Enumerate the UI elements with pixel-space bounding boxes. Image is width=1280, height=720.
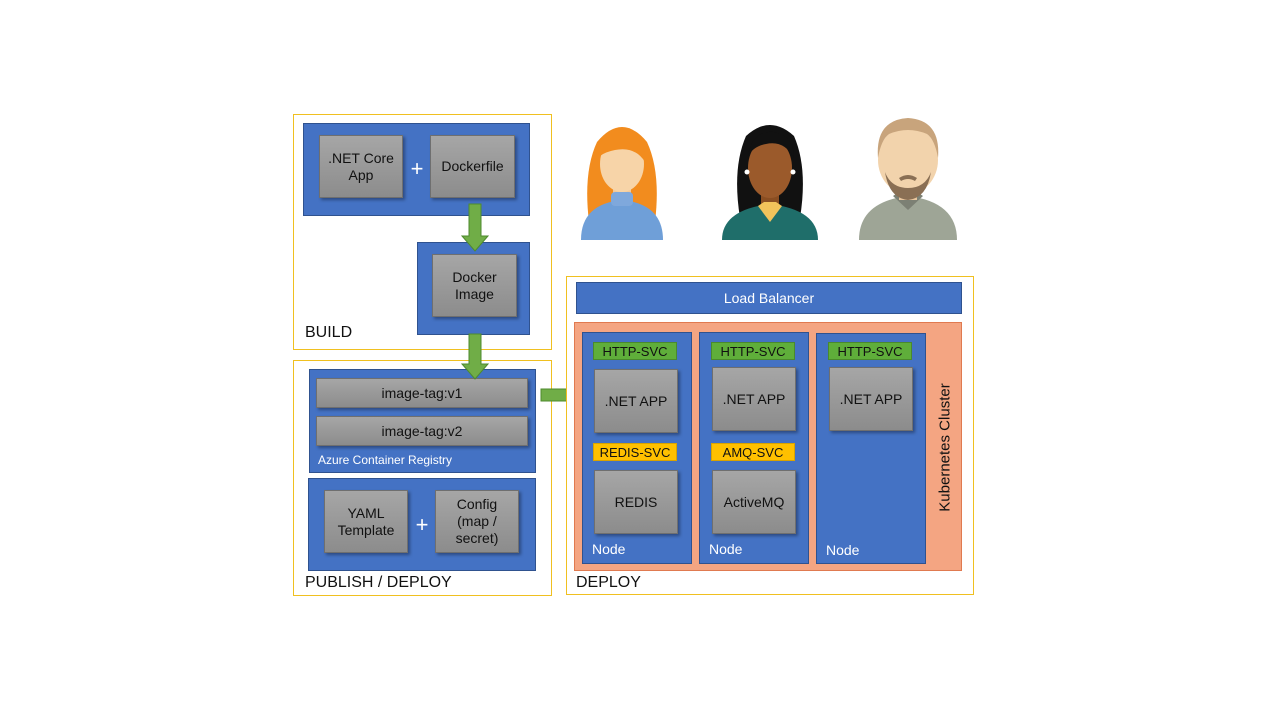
node-2-activemq-label: ActiveMQ: [723, 493, 785, 510]
docker-image-box: Docker Image: [432, 254, 517, 317]
woman-orange-hair-avatar: [581, 127, 663, 240]
node-3-http-svc: HTTP-SVC: [828, 342, 912, 360]
image-tag-v2-box: image-tag:v2: [316, 416, 528, 446]
docker-image-label: Docker Image: [452, 268, 497, 302]
build-plus-sign: +: [410, 156, 424, 181]
node-3-dotnet-app-label: .NET APP: [839, 390, 903, 407]
man-beard-avatar: [859, 118, 957, 240]
node-1-redis: REDIS: [594, 470, 678, 534]
dockerfile-box: Dockerfile: [430, 135, 515, 198]
node-2-label: Node: [709, 541, 743, 557]
load-balancer-label: Load Balancer: [723, 290, 815, 306]
woman-dark-hair-avatar: [722, 125, 818, 240]
node-2-http-svc: HTTP-SVC: [711, 342, 795, 360]
publish-section-label: PUBLISH / DEPLOY: [305, 574, 452, 591]
node-1-http-svc-label: HTTP-SVC: [602, 343, 668, 359]
node-3-http-svc-label: HTTP-SVC: [837, 343, 903, 359]
arrow-dockerfile-to-image: [460, 203, 490, 252]
build-section-label: BUILD: [305, 324, 353, 341]
yaml-template-box: YAML Template: [324, 490, 408, 553]
node-1-redis-svc: REDIS-SVC: [593, 443, 677, 461]
node-2-dotnet-app: .NET APP: [712, 367, 796, 431]
node-1-redis-label: REDIS: [614, 493, 658, 510]
kubernetes-cluster-label: Kubernetes Cluster: [936, 382, 954, 512]
image-tag-v1-box: image-tag:v1: [316, 378, 528, 408]
dotnet-core-app-box: .NET Core App: [319, 135, 403, 198]
node-2-amq-svc-label: AMQ-SVC: [722, 444, 784, 460]
dotnet-core-app-label: .NET Core App: [328, 149, 394, 183]
node-1-label: Node: [592, 541, 626, 557]
node-1-http-svc: HTTP-SVC: [593, 342, 677, 360]
node-2-http-svc-label: HTTP-SVC: [720, 343, 786, 359]
node-3-label: Node: [826, 542, 860, 558]
node-2-dotnet-app-label: .NET APP: [722, 390, 786, 407]
node-1-dotnet-app-label: .NET APP: [604, 392, 668, 409]
config-map-secret-label: Config (map / secret): [455, 496, 499, 546]
container-registry-label: Azure Container Registry: [318, 453, 453, 467]
node-2-activemq: ActiveMQ: [712, 470, 796, 534]
node-3-dotnet-app: .NET APP: [829, 367, 913, 431]
deploy-section-label: DEPLOY: [576, 574, 641, 591]
dockerfile-label: Dockerfile: [441, 158, 504, 174]
config-map-secret-box: Config (map / secret): [435, 490, 519, 553]
load-balancer: Load Balancer: [576, 282, 962, 314]
yaml-template-label: YAML Template: [337, 504, 395, 538]
arrow-image-to-registry: [460, 333, 490, 380]
publish-plus-sign: +: [415, 512, 429, 537]
node-1-dotnet-app: .NET APP: [594, 369, 678, 433]
image-tag-v2-label: image-tag:v2: [381, 422, 463, 439]
image-tag-v1-label: image-tag:v1: [381, 384, 463, 401]
node-2-amq-svc: AMQ-SVC: [711, 443, 795, 461]
node-1-redis-svc-label: REDIS-SVC: [599, 444, 671, 460]
